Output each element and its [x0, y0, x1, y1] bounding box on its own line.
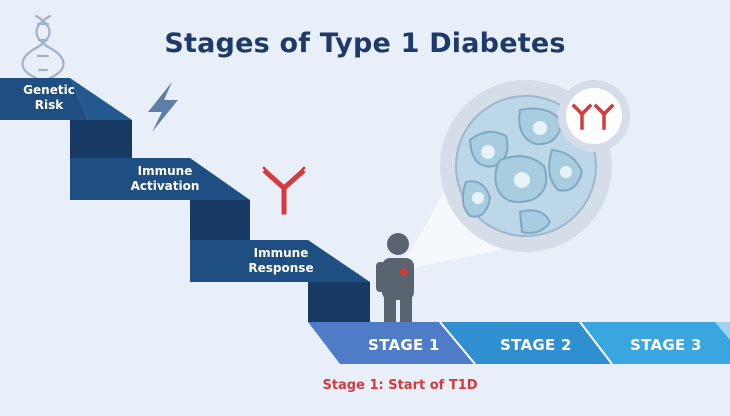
stage-2-label: STAGE 2 [500, 336, 572, 354]
magnifier-icon [440, 80, 630, 252]
stage-divider [579, 321, 613, 365]
step-3-riser [308, 282, 370, 322]
page-title: Stages of Type 1 Diabetes [164, 28, 566, 59]
step-label-line: Immune [253, 246, 309, 260]
stage-1-caption: Stage 1: Start of T1D [322, 378, 478, 393]
stage-divider [439, 321, 476, 365]
stage-3-bar [580, 322, 730, 364]
stage-1-bar [308, 322, 475, 364]
step-label-line: Immune [137, 164, 193, 178]
lightning-icon [148, 82, 178, 132]
step-label-line: Activation [130, 179, 200, 193]
step-immune-activation [70, 158, 250, 200]
dna-icon [21, 14, 65, 80]
step-1-slope [70, 78, 132, 120]
step-label-genetic-risk: Genetic Risk [14, 83, 84, 113]
step-label-line: Response [248, 261, 314, 275]
step-immune-response [190, 240, 370, 282]
step-1-riser [70, 120, 132, 158]
stage-1-label: STAGE 1 [368, 336, 440, 354]
step-genetic-risk [0, 78, 88, 120]
antibody-icon [262, 166, 306, 215]
step-2-riser [190, 200, 250, 240]
person-icon [376, 233, 414, 322]
stage-edge [715, 322, 730, 340]
step-label-immune-activation: Immune Activation [120, 164, 210, 194]
step-label-immune-response: Immune Response [236, 246, 326, 276]
stage-3-label: STAGE 3 [630, 336, 702, 354]
step-label-line: Genetic [23, 83, 75, 97]
stage-2-bar [440, 322, 612, 364]
step-label-line: Risk [34, 98, 64, 112]
